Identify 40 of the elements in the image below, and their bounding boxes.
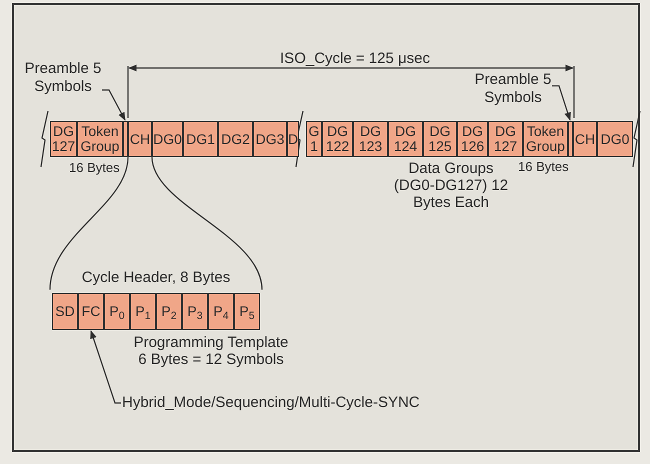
frame-field: DG2 <box>218 121 253 157</box>
size-note: 16 Bytes <box>518 160 569 173</box>
frame-field: P$_{3}$ <box>182 293 208 330</box>
frame-field: P$_{5}$ <box>234 293 260 330</box>
frame-field: G 1 <box>306 121 322 157</box>
frame-field: DG 124 <box>388 121 423 157</box>
frame-field: DG 126 <box>457 121 488 157</box>
frame-field: P$_{0}$ <box>104 293 130 330</box>
frame-field: CH <box>573 121 597 157</box>
frame-field: SD <box>52 293 78 330</box>
frame-field: DG1 <box>183 121 218 157</box>
note-text: Data Groups (DG0-DG127) 12 Bytes Each <box>392 160 510 211</box>
expansion-line <box>49 156 129 290</box>
frame-field: CH <box>128 121 152 157</box>
frame-field: DG 127 <box>488 121 523 157</box>
expansion-line <box>151 156 263 290</box>
frame-field: FC <box>78 293 104 330</box>
preamble-gap <box>568 121 573 157</box>
group-heading: Cycle Header, 8 Bytes <box>80 268 232 288</box>
annotation-text: Hybrid_Mode/Sequencing/Multi-Cycle-SYNC <box>122 394 432 412</box>
frame-field: DG0 <box>152 121 183 157</box>
frame-field: P$_{1}$ <box>130 293 156 330</box>
frame-field: DG3 <box>253 121 287 157</box>
leader-line <box>90 330 121 404</box>
annotation-text: Preamble 5 Symbols <box>24 60 102 98</box>
leader-line <box>102 89 126 121</box>
frame-field: DG 125 <box>423 121 457 157</box>
frame-field: P$_{2}$ <box>156 293 182 330</box>
leader-line <box>552 85 571 121</box>
frame-field: D <box>287 121 299 157</box>
frame-field: DG 123 <box>353 121 388 157</box>
size-note: 16 Bytes <box>69 161 120 174</box>
note-text: ISO_Cycle = 125 μsec <box>279 50 431 67</box>
preamble-gap <box>123 121 128 157</box>
frame-field: DG 127 <box>50 121 77 157</box>
note-text: Programming Template 6 Bytes = 12 Symbols <box>132 334 290 368</box>
annotation-text: Preamble 5 Symbols <box>474 71 552 109</box>
frame-field: DG0 <box>597 121 633 157</box>
frame-field: DG 122 <box>322 121 353 157</box>
frame-field: P$_{4}$ <box>208 293 234 330</box>
